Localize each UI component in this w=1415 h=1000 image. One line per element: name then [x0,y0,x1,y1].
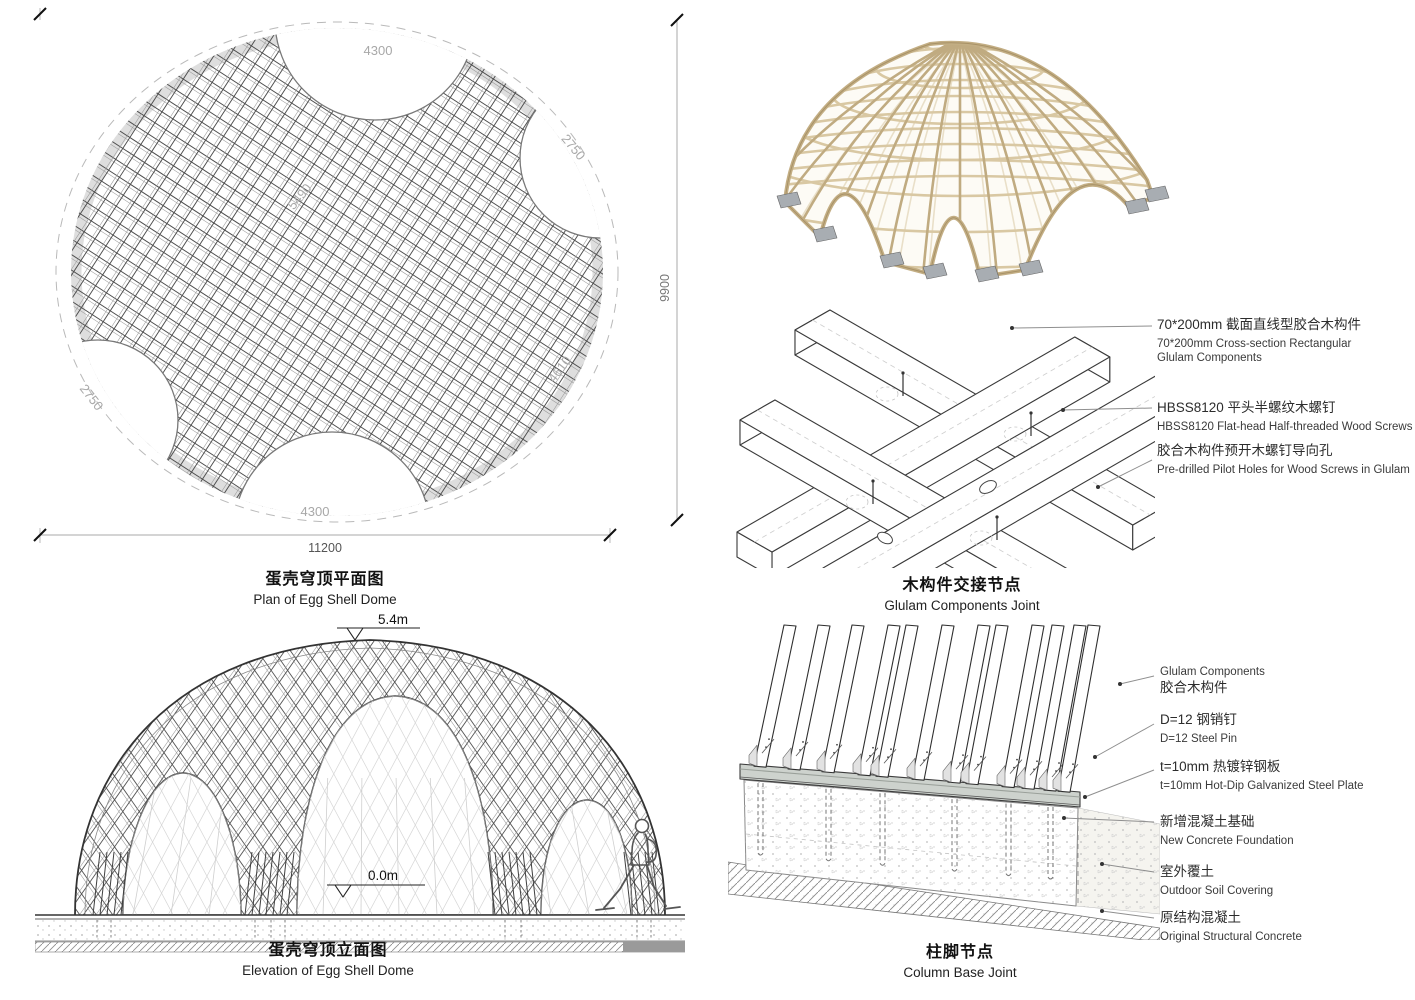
svg-text:11200: 11200 [308,541,342,555]
glulam-joint-axonometric-drawing [736,309,1155,568]
dome-3d-render [776,40,1170,283]
joint-caption: 木构件交接节点 Glulam Components Joint [812,571,1112,613]
annotation-original-concrete: 原结构混凝土 Original Structural Concrete [1160,910,1302,943]
elevation-of-egg-shell-dome-drawing: 5.4m 0.0m [35,612,685,953]
annotation-steel-pin: D=12 钢销钉 D=12 Steel Pin [1160,712,1238,745]
svg-text:0.0m: 0.0m [368,868,398,883]
annotation-pilot-holes: 胶合木构件预开木螺钉导向孔 Pre-drilled Pilot Holes fo… [1157,443,1410,476]
joint-title-zh: 木构件交接节点 [902,577,1022,594]
svg-text:9900: 9900 [658,274,672,302]
column-base-joint-drawing [728,624,1160,940]
annotation-wood-screws: HBSS8120 平头半螺纹木螺钉 HBSS8120 Flat-head Hal… [1157,400,1413,433]
joint-title-en: Glulam Components Joint [884,598,1040,613]
svg-text:4300: 4300 [301,504,330,519]
svg-text:4300: 4300 [364,43,393,58]
annotation-new-foundation: 新增混凝土基础 New Concrete Foundation [1160,814,1294,847]
annotation-glulam-component: 70*200mm 截面直线型胶合木构件 70*200mm Cross-secti… [1157,317,1362,365]
plan-title-en: Plan of Egg Shell Dome [253,592,397,607]
plan-caption: 蛋壳穹顶平面图 Plan of Egg Shell Dome [175,565,475,607]
base-title-en: Column Base Joint [903,965,1017,980]
annotation-soil-covering: 室外覆土 Outdoor Soil Covering [1160,864,1274,897]
elevation-title-en: Elevation of Egg Shell Dome [242,963,414,978]
base-title-zh: 柱脚节点 [925,944,994,961]
elevation-caption: 蛋壳穹顶立面图 Elevation of Egg Shell Dome [178,936,478,978]
svg-text:5.4m: 5.4m [378,612,408,627]
annotation-galvanized-plate: t=10mm 热镀锌钢板 t=10mm Hot-Dip Galvanized S… [1160,759,1364,792]
base-caption: 柱脚节点 Column Base Joint [810,938,1110,980]
annotation-glulam-components: Glulam Components 胶合木构件 [1160,666,1265,696]
plan-title-zh: 蛋壳穹顶平面图 [265,571,385,588]
elevation-title-zh: 蛋壳穹顶立面图 [268,942,388,959]
